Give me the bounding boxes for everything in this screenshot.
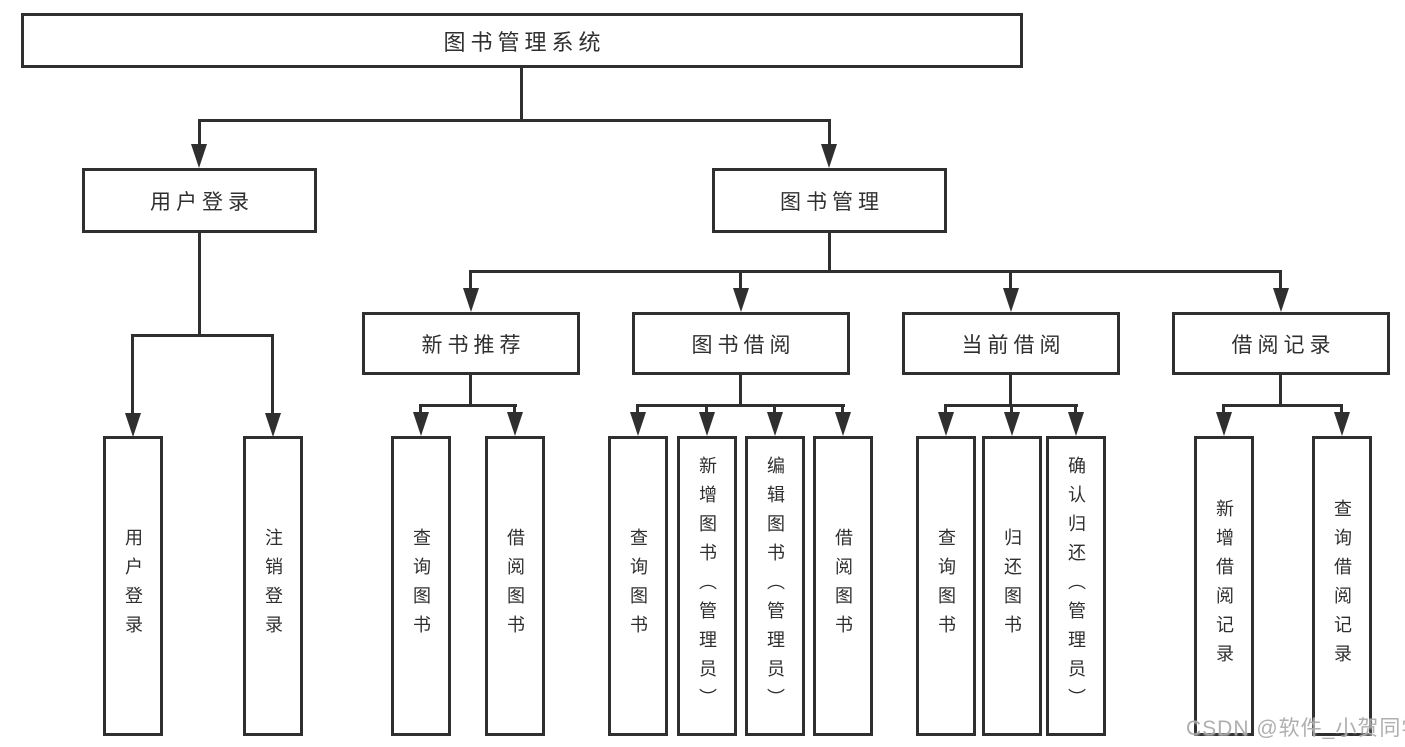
leaf-return-books: 归还图书 bbox=[982, 436, 1042, 736]
arrow-down-icon bbox=[1334, 412, 1350, 436]
node-label: 用户登录 bbox=[123, 528, 143, 644]
node-label: 借阅记录 bbox=[1231, 333, 1336, 357]
connector-shaft bbox=[828, 119, 831, 147]
node-label: 图书管理 bbox=[780, 190, 884, 214]
node-label: 新增图书（管理员） bbox=[697, 455, 717, 717]
arrow-down-icon bbox=[413, 412, 429, 436]
connector-book-mgmt-stem bbox=[828, 233, 831, 273]
leaf-query-books-recommend: 查询图书 bbox=[391, 436, 451, 736]
arrow-down-icon bbox=[733, 288, 749, 312]
node-label: 归还图书 bbox=[1002, 528, 1022, 644]
node-library-management-system: 图书管理系统 bbox=[21, 13, 1023, 68]
arrow-down-icon bbox=[265, 413, 281, 437]
node-label: 查询借阅记录 bbox=[1332, 499, 1352, 673]
connector-root-bar bbox=[198, 119, 831, 122]
leaf-add-books-admin: 新增图书（管理员） bbox=[677, 436, 737, 736]
connector-shaft bbox=[636, 404, 639, 414]
arrow-down-icon bbox=[191, 144, 207, 168]
node-label: 编辑图书（管理员） bbox=[765, 455, 785, 717]
leaf-query-books-borrowing: 查询图书 bbox=[608, 436, 668, 736]
node-label: 确认归还（管理员） bbox=[1066, 455, 1086, 717]
connector-shaft bbox=[1010, 404, 1013, 414]
node-borrowing-records: 借阅记录 bbox=[1172, 312, 1390, 375]
arrow-down-icon bbox=[699, 412, 715, 436]
connector-user-login-bar bbox=[131, 334, 274, 337]
node-label: 图书管理系统 bbox=[443, 29, 606, 55]
connector-shaft bbox=[705, 404, 708, 414]
arrow-down-icon bbox=[835, 412, 851, 436]
leaf-edit-books-admin: 编辑图书（管理员） bbox=[745, 436, 805, 736]
connector-shaft bbox=[513, 404, 516, 414]
arrow-down-icon bbox=[1273, 288, 1289, 312]
connector-shaft bbox=[469, 270, 472, 290]
node-label: 用户登录 bbox=[150, 190, 254, 214]
node-book-management: 图书管理 bbox=[712, 168, 947, 233]
connector-bar bbox=[1222, 404, 1343, 407]
connector-stem bbox=[469, 375, 472, 407]
connector-stem bbox=[1279, 375, 1282, 407]
connector-shaft bbox=[1222, 404, 1225, 414]
arrow-down-icon bbox=[507, 412, 523, 436]
node-label: 借阅图书 bbox=[505, 528, 525, 644]
node-label: 借阅图书 bbox=[833, 528, 853, 644]
connector-stem bbox=[1009, 375, 1012, 407]
arrow-down-icon bbox=[1216, 412, 1232, 436]
leaf-logout: 注销登录 bbox=[243, 436, 303, 736]
node-label: 图书借阅 bbox=[691, 333, 796, 357]
leaf-query-books-current: 查询图书 bbox=[916, 436, 976, 736]
leaf-borrow-books-borrowing: 借阅图书 bbox=[813, 436, 873, 736]
node-label: 查询图书 bbox=[936, 528, 956, 644]
leaf-user-login: 用户登录 bbox=[103, 436, 163, 736]
arrow-down-icon bbox=[125, 413, 141, 437]
connector-shaft bbox=[1074, 404, 1077, 414]
arrow-down-icon bbox=[1004, 412, 1020, 436]
connector-root-stem bbox=[520, 68, 523, 121]
node-new-book-recommend: 新书推荐 bbox=[362, 312, 580, 375]
connector-user-login-stem bbox=[198, 233, 201, 337]
node-label: 注销登录 bbox=[263, 528, 283, 644]
node-current-borrowing: 当前借阅 bbox=[902, 312, 1120, 375]
connector-shaft bbox=[739, 270, 742, 290]
leaf-confirm-return-admin: 确认归还（管理员） bbox=[1046, 436, 1106, 736]
arrow-down-icon bbox=[767, 412, 783, 436]
connector-shaft bbox=[841, 404, 844, 414]
node-label: 新书推荐 bbox=[421, 333, 526, 357]
connector-bar bbox=[419, 404, 517, 407]
connector-stem bbox=[739, 375, 742, 407]
node-label: 新增借阅记录 bbox=[1214, 499, 1234, 673]
arrow-down-icon bbox=[821, 144, 837, 168]
node-book-borrowing: 图书借阅 bbox=[632, 312, 850, 375]
connector-shaft bbox=[419, 404, 422, 414]
node-label: 查询图书 bbox=[628, 528, 648, 644]
arrow-down-icon bbox=[630, 412, 646, 436]
node-label: 当前借阅 bbox=[961, 333, 1066, 357]
leaf-borrow-books-recommend: 借阅图书 bbox=[485, 436, 545, 736]
connector-book-mgmt-bar bbox=[469, 270, 1282, 273]
leaf-query-borrow-record: 查询借阅记录 bbox=[1312, 436, 1372, 736]
connector-shaft bbox=[773, 404, 776, 414]
leaf-add-borrow-record: 新增借阅记录 bbox=[1194, 436, 1254, 736]
connector-shaft bbox=[271, 334, 274, 415]
arrow-down-icon bbox=[938, 412, 954, 436]
connector-shaft bbox=[131, 334, 134, 415]
arrow-down-icon bbox=[1068, 412, 1084, 436]
csdn-watermark: CSDN @软件_小贺同学 bbox=[1186, 717, 1405, 740]
node-label: 查询图书 bbox=[411, 528, 431, 644]
connector-shaft bbox=[1340, 404, 1343, 414]
connector-shaft bbox=[1009, 270, 1012, 290]
connector-shaft bbox=[944, 404, 947, 414]
node-user-login: 用户登录 bbox=[82, 168, 317, 233]
connector-bar bbox=[636, 404, 845, 407]
connector-shaft bbox=[1279, 270, 1282, 290]
arrow-down-icon bbox=[463, 288, 479, 312]
arrow-down-icon bbox=[1003, 288, 1019, 312]
connector-shaft bbox=[198, 119, 201, 147]
